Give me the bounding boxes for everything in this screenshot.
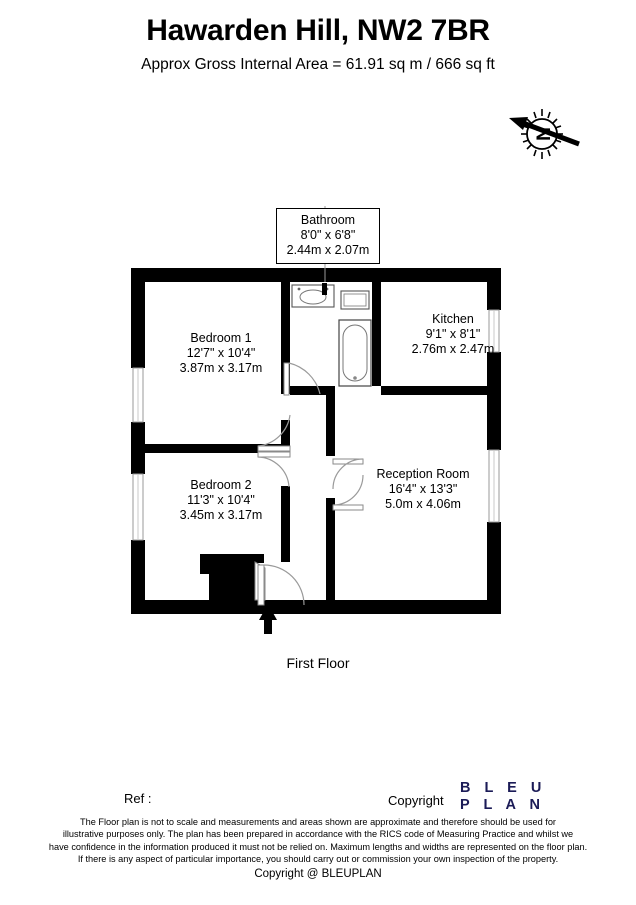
entrance-door-icon [257, 564, 305, 606]
room-label-reception-room: Reception Room 16'4" x 13'3" 5.0m x 4.06… [353, 467, 493, 512]
room-label-bedroom-2: Bedroom 2 11'3" x 10'4" 3.45m x 3.17m [155, 478, 287, 523]
door-icon [332, 474, 364, 511]
entrance-arrow-icon [259, 604, 277, 634]
header: Hawarden Hill, NW2 7BR Approx Gross Inte… [0, 0, 636, 73]
room-dimensions-metric: 5.0m x 4.06m [385, 497, 461, 511]
disclaimer-line-1: The Floor plan is not to scale and measu… [80, 817, 556, 827]
ref-label: Ref : [124, 791, 152, 806]
disclaimer-line-2: illustrative purposes only. The plan has… [62, 829, 574, 840]
compass-north-icon: N [497, 99, 587, 169]
brand-line-1: B L E U [460, 780, 547, 796]
door-icon [257, 451, 291, 488]
room-name: Bathroom [300, 213, 356, 227]
toilet-icon [340, 290, 370, 310]
bleuplan-logo: B L E U P L A N [460, 780, 546, 814]
area-subtitle: Approx Gross Internal Area = 61.91 sq m … [141, 56, 495, 73]
room-dimensions-imperial: 16'4" x 13'3" [388, 482, 458, 496]
disclaimer-text: The Floor plan is not to scale and measu… [0, 816, 636, 880]
room-dimensions-metric: 2.44m x 2.07m [286, 243, 370, 257]
door-icon [283, 362, 321, 396]
door-icon [332, 458, 364, 490]
room-dimensions-imperial: 9'1" x 8'1" [425, 327, 481, 341]
bathtub-icon [338, 319, 372, 387]
window-icon [132, 367, 144, 541]
room-dimensions-metric: 2.76m x 2.47m [411, 342, 495, 356]
disclaimer-copyright: Copyright @ BLEUPLAN [254, 867, 382, 880]
room-dimensions-imperial: 11'3" x 10'4" [187, 493, 255, 507]
room-label-bathroom: Bathroom 8'0" x 6'8" 2.44m x 2.07m [276, 208, 380, 264]
brand-line-2: P L A N [460, 797, 545, 813]
room-dimensions-imperial: 12'7" x 10'4" [186, 346, 256, 360]
door-icon [257, 414, 291, 452]
room-label-kitchen: Kitchen 9'1" x 8'1" 2.76m x 2.47m [388, 312, 518, 357]
room-name: Reception Room [376, 467, 470, 481]
room-label-bedroom-1: Bedroom 1 12'7" x 10'4" 3.87m x 3.17m [155, 331, 287, 376]
window-icon [488, 309, 500, 523]
sink-icon [291, 284, 335, 308]
copyright-label: Copyright [388, 793, 444, 808]
disclaimer-line-4: If there is any aspect of particular imp… [77, 854, 559, 865]
floor-caption: First Floor [286, 655, 350, 671]
room-name: Kitchen [432, 312, 474, 326]
room-name: Bedroom 1 [190, 331, 252, 345]
room-name: Bedroom 2 [190, 478, 252, 492]
disclaimer-line-3: have confidence in the information produ… [48, 841, 588, 852]
page-title: Hawarden Hill, NW2 7BR [146, 14, 490, 47]
room-dimensions-metric: 3.45m x 3.17m [179, 508, 263, 522]
room-dimensions-metric: 3.87m x 3.17m [179, 361, 263, 375]
room-dimensions-imperial: 8'0" x 6'8" [300, 228, 356, 242]
